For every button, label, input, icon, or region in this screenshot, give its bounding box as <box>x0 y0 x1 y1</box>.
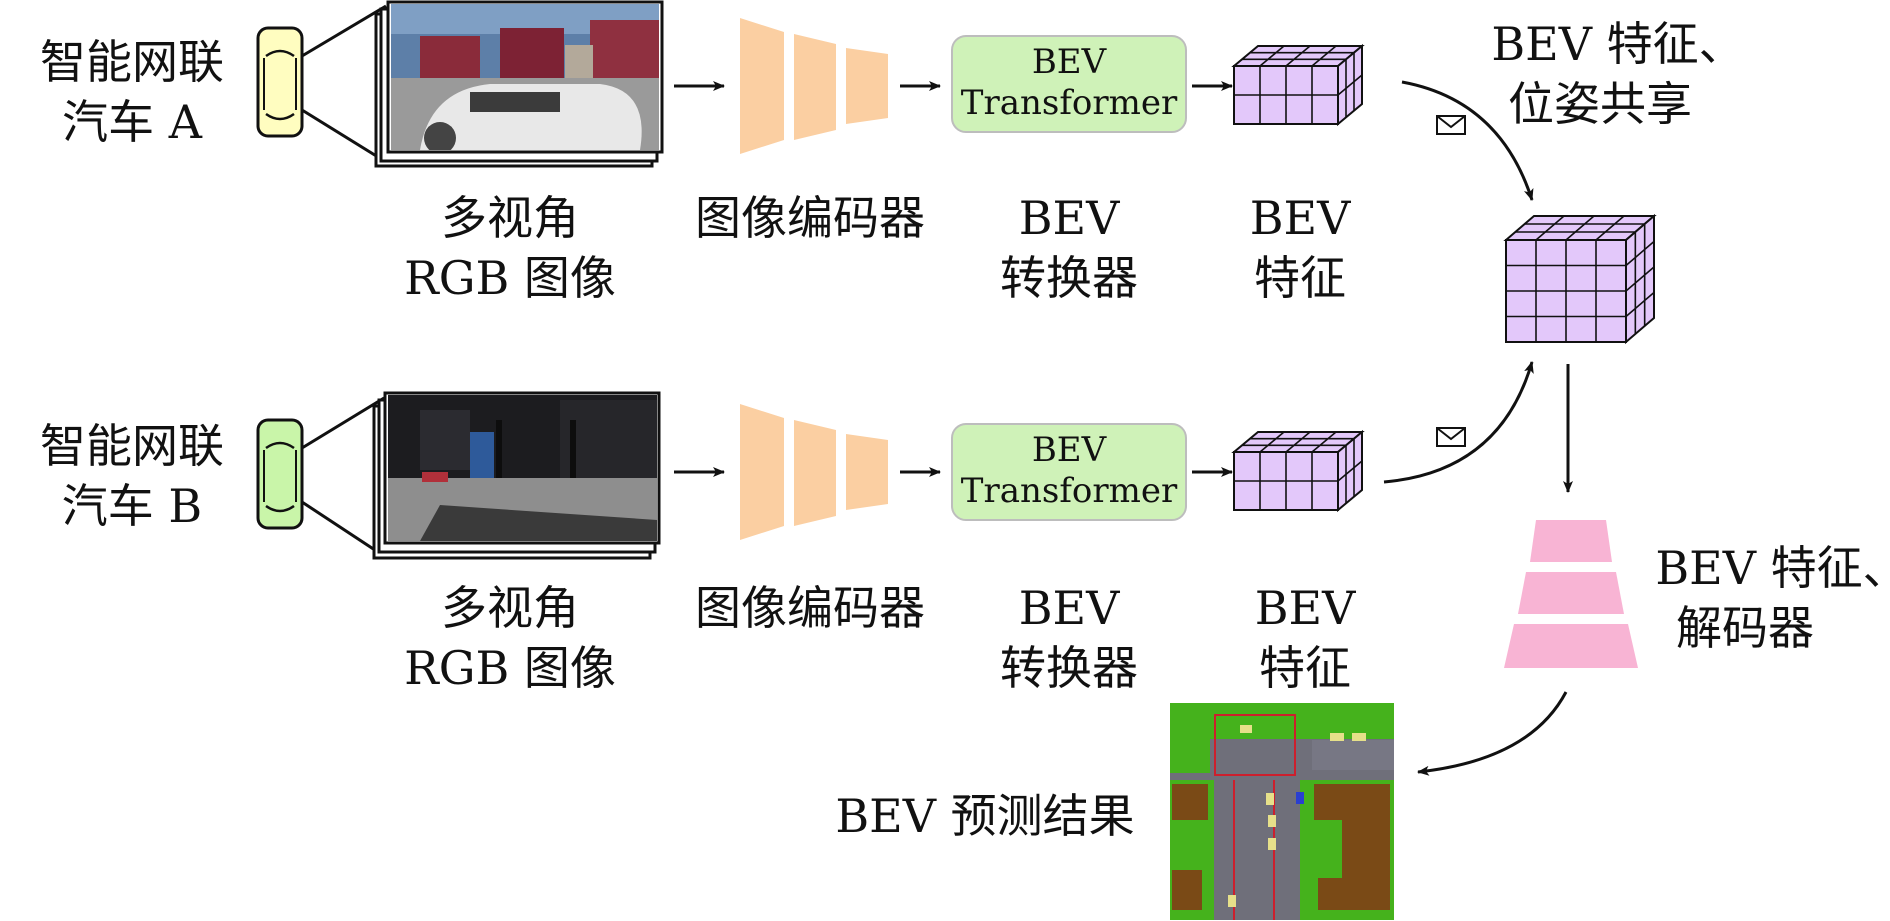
vehicle-a-bev-transformer-box: BEV Transformer <box>951 35 1187 133</box>
vehicle-a-transformer-label-line2: 转换器 <box>1000 251 1138 305</box>
vehicle-b-feature-label-line1: BEV <box>1255 581 1356 635</box>
decoder-label-line2: 解码器 <box>1676 601 1814 655</box>
vehicle-b-label-line2: 汽车 B <box>62 479 202 533</box>
vehicle-b-label-line1: 智能网联 <box>40 419 224 473</box>
vehicle-b-rgb-label-line2: RGB 图像 <box>404 641 616 695</box>
bev-prediction-map <box>1170 703 1394 920</box>
vehicle-a-label-line2: 汽车 A <box>62 95 203 149</box>
vehicle-b-transformer-box-line2: Transformer <box>961 471 1178 511</box>
vehicle-a-rgb-label-line1: 多视角 <box>441 191 579 245</box>
vehicle-b-transformer-label-line1: BEV <box>1019 581 1120 635</box>
vehicle-b-transformer-box-line1: BEV <box>1032 430 1108 470</box>
vehicle-a-label-line1: 智能网联 <box>40 35 224 89</box>
decoder-label-line1: BEV 特征、 <box>1655 541 1890 595</box>
vehicle-b-bev-transformer-box: BEV Transformer <box>951 423 1187 521</box>
vehicle-b-car-icon <box>256 418 304 530</box>
vehicle-a-feature-label-line1: BEV <box>1250 191 1351 245</box>
fused-bev-feature-cube <box>1503 213 1657 345</box>
envelope-icon <box>1436 115 1466 135</box>
vehicle-a-car-icon <box>256 26 304 138</box>
vehicle-a-encoder-label: 图像编码器 <box>695 191 925 245</box>
bev-decoder <box>1504 520 1638 668</box>
envelope-icon <box>1436 427 1466 447</box>
vehicle-b-encoder-label: 图像编码器 <box>695 581 925 635</box>
vehicle-a-image-encoder <box>740 18 888 154</box>
vehicle-b-bev-feature-cube <box>1231 429 1365 513</box>
share-arrow-b <box>1383 361 1534 484</box>
vehicle-a-rgb-images <box>374 0 664 168</box>
vehicle-a-feature-label-line2: 特征 <box>1254 251 1346 305</box>
vehicle-b-feature-label-line2: 特征 <box>1259 641 1351 695</box>
sharing-label-line1: BEV 特征、 <box>1491 17 1744 71</box>
result-arrow <box>1417 691 1568 776</box>
sharing-label-line2: 位姿共享 <box>1508 77 1692 131</box>
result-label: BEV 预测结果 <box>835 789 1134 843</box>
vehicle-a-rgb-label-line2: RGB 图像 <box>404 251 616 305</box>
vehicle-a-bev-feature-cube <box>1231 43 1365 127</box>
vehicle-a-transformer-label-line1: BEV <box>1019 191 1120 245</box>
share-arrow-a <box>1401 80 1534 201</box>
vehicle-b-rgb-images <box>372 391 661 560</box>
vehicle-b-rgb-label-line1: 多视角 <box>441 581 579 635</box>
vehicle-a-transformer-box-line1: BEV <box>1032 42 1108 82</box>
vehicle-a-transformer-box-line2: Transformer <box>961 83 1178 123</box>
vehicle-b-transformer-label-line2: 转换器 <box>1000 641 1138 695</box>
vehicle-b-image-encoder <box>740 404 888 540</box>
